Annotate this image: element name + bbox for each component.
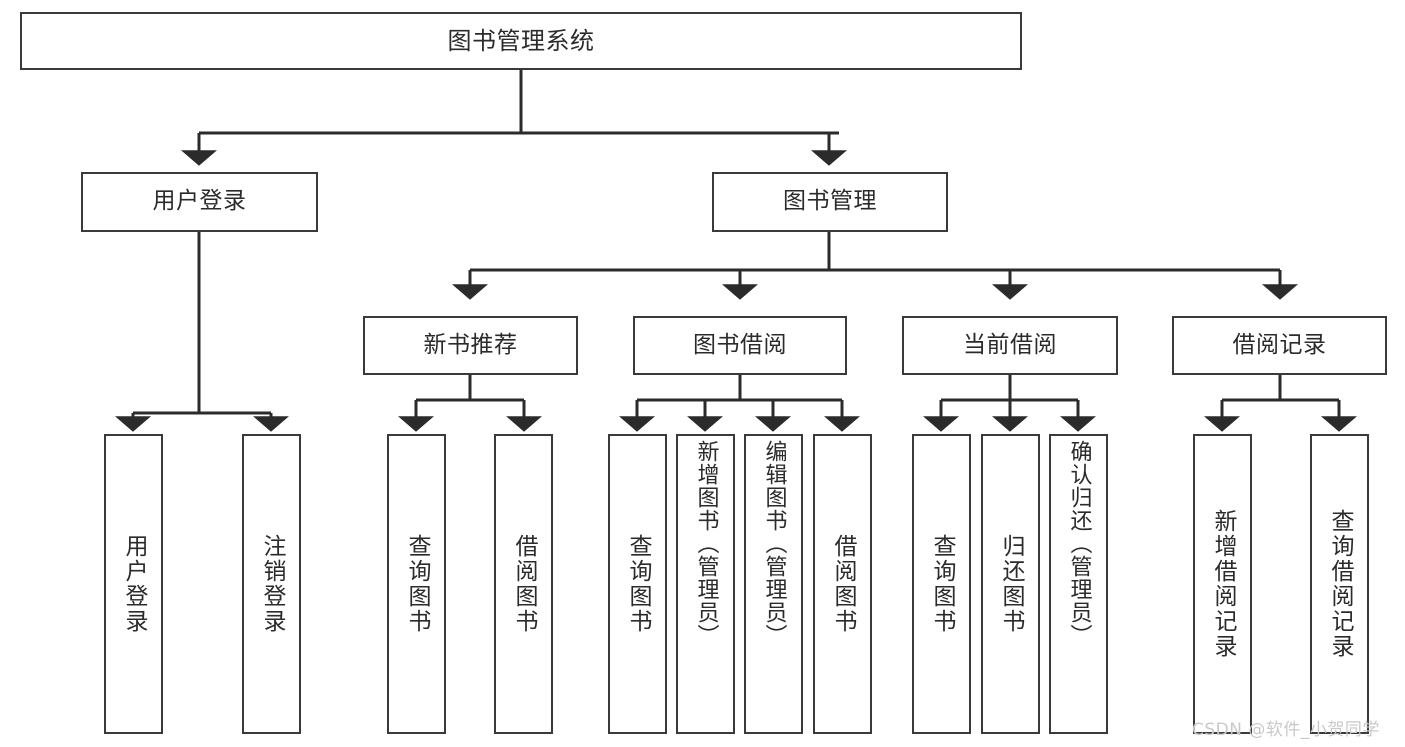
leaf-current-borrow-query-book[interactable]: 查询图书 [912,434,971,734]
node-label: 归还图书 [998,534,1024,634]
node-label: 图书管理 [783,188,877,215]
node-label: 新增借阅记录 [1210,509,1236,659]
node-user-login[interactable]: 用户登录 [81,172,318,232]
node-label: 查询借阅记录 [1327,509,1353,659]
node-label: 借阅图书 [511,534,537,634]
node-book-management[interactable]: 图书管理 [712,172,948,232]
node-label: 注销登录 [259,534,285,634]
leaf-book-borrow-add-book-admin[interactable]: 新增图书（管理员） [676,434,735,734]
node-label: 查询图书 [625,534,651,634]
leaf-new-book-query-book[interactable]: 查询图书 [387,434,446,734]
leaf-user-login-login[interactable]: 用户登录 [104,434,163,734]
node-current-borrow[interactable]: 当前借阅 [902,316,1118,375]
node-label: 查询图书 [929,534,955,634]
leaf-borrow-records-add-record[interactable]: 新增借阅记录 [1193,434,1252,734]
node-label: 编辑图书（管理员） [761,440,787,647]
csdn-watermark: CSDN @软件_小贺同学 [1192,720,1380,740]
node-borrow-records[interactable]: 借阅记录 [1172,316,1387,375]
node-label: 确认归还（管理员） [1066,440,1092,647]
leaf-new-book-borrow-book[interactable]: 借阅图书 [494,434,553,734]
node-label: 借阅记录 [1232,331,1327,358]
leaf-borrow-records-query-record[interactable]: 查询借阅记录 [1310,434,1369,734]
node-label: 图书管理系统 [447,26,595,55]
node-label: 新增图书（管理员） [693,440,719,647]
node-root-book-management-system[interactable]: 图书管理系统 [20,12,1022,70]
node-book-borrow[interactable]: 图书借阅 [633,316,847,375]
leaf-user-login-logout[interactable]: 注销登录 [242,434,301,734]
node-label: 用户登录 [152,188,247,215]
node-label: 借阅图书 [830,534,856,634]
leaf-current-borrow-return-book[interactable]: 归还图书 [981,434,1040,734]
leaf-book-borrow-edit-book-admin[interactable]: 编辑图书（管理员） [744,434,803,734]
node-label: 图书借阅 [693,331,787,358]
leaf-current-borrow-confirm-return-admin[interactable]: 确认归还（管理员） [1049,434,1108,734]
leaf-book-borrow-borrow-book[interactable]: 借阅图书 [813,434,872,734]
node-label: 用户登录 [121,534,147,634]
node-label: 当前借阅 [963,331,1057,358]
node-label: 查询图书 [404,534,430,634]
node-new-book-recommend[interactable]: 新书推荐 [363,316,578,375]
node-label: 新书推荐 [423,331,518,358]
leaf-book-borrow-query-book[interactable]: 查询图书 [608,434,667,734]
